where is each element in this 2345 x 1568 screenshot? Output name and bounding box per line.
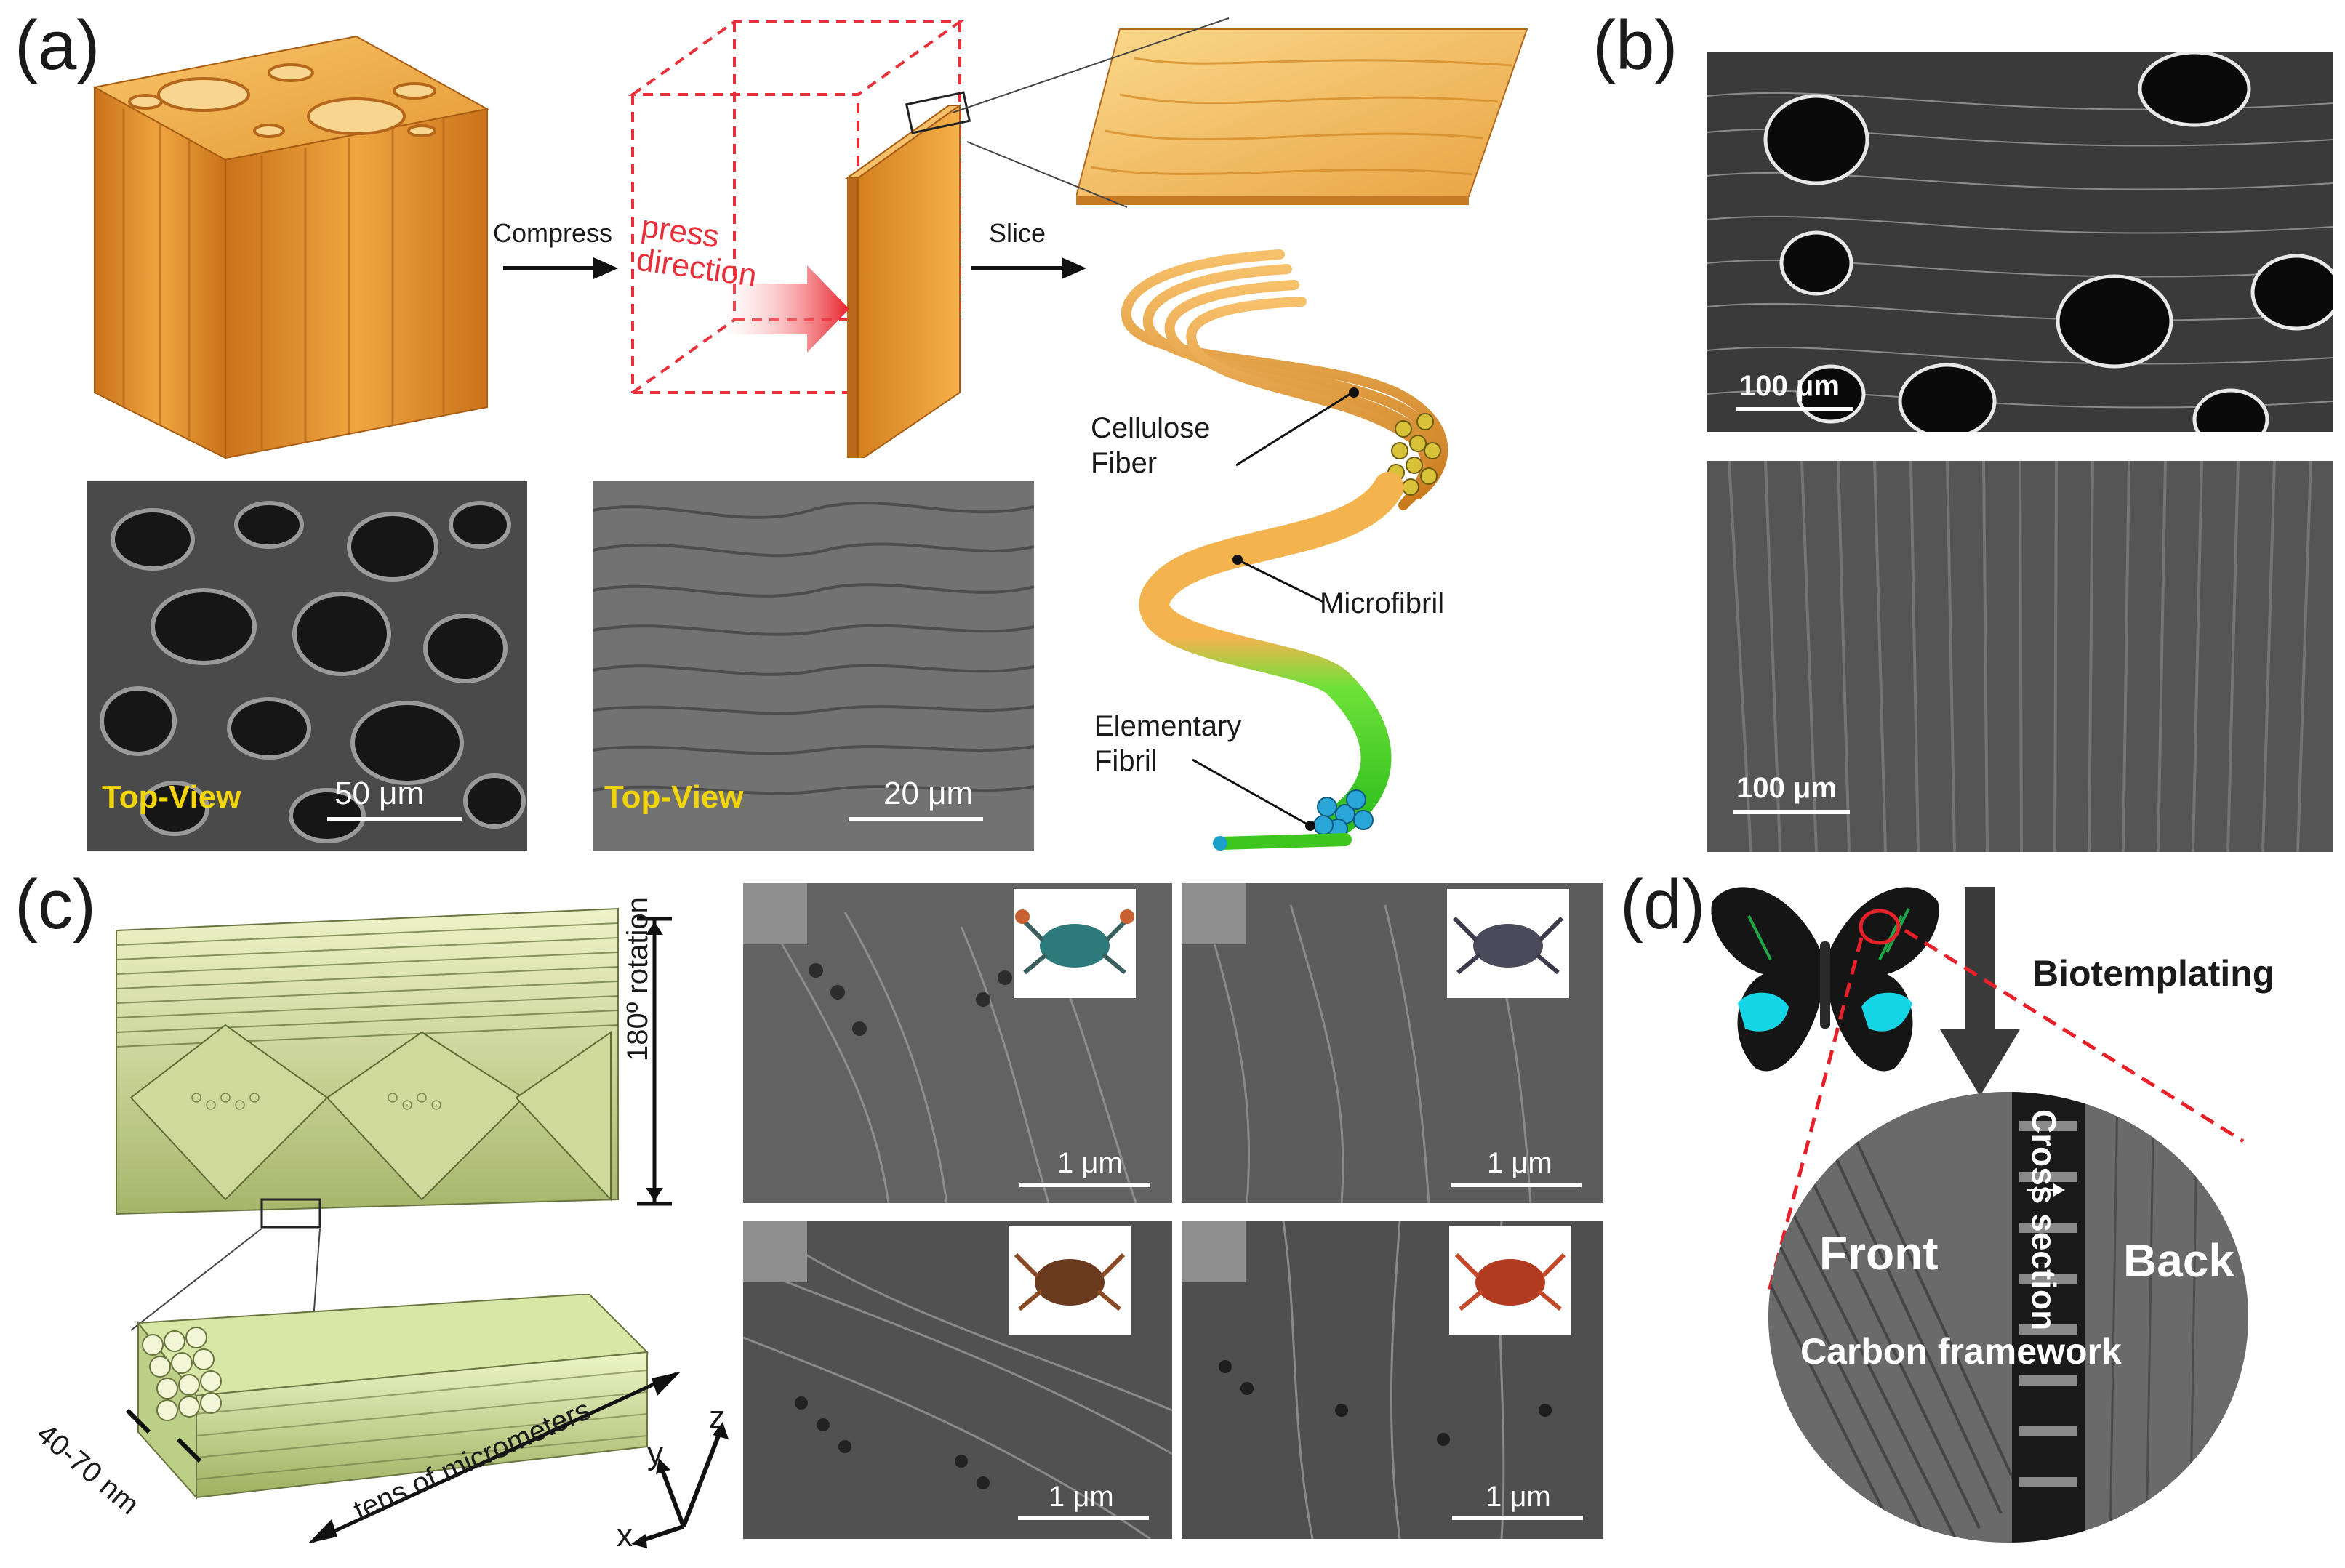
sem-b-top-scale-text: 100 μm — [1739, 370, 1840, 402]
sem-b-bottom-scale-text: 100 μm — [1736, 772, 1837, 804]
carbon-framework-label: Carbon framework — [1800, 1331, 2122, 1372]
sem-image-compressed: Top-View 20 μm — [593, 481, 1034, 851]
sem-crab-1-scale-text: 1 μm — [1057, 1147, 1123, 1179]
compress-label: Compress — [493, 218, 613, 248]
fiber-hierarchy-illustration — [1075, 15, 1600, 865]
compress-arrow — [503, 256, 620, 281]
cross-section-arrow — [2024, 1179, 2068, 1201]
sem2-view-label: Top-View — [604, 779, 744, 815]
sem-crab-3: 1 μm — [743, 1221, 1172, 1539]
sem-crab-1: 1 μm — [743, 883, 1172, 1203]
sem1-scale-text: 50 μm — [334, 776, 425, 811]
xyz-axes — [625, 1418, 742, 1548]
sem-crab-4: 1 μm — [1182, 1221, 1603, 1539]
sem1-scale-bar — [327, 817, 462, 821]
sem-image-uncompressed: Top-View 50 μm — [87, 481, 527, 851]
sem2-scale-text: 20 μm — [883, 776, 974, 811]
axis-y-label: y — [647, 1436, 663, 1471]
sem-crab-1-label-box — [743, 883, 807, 944]
sem-b-bottom-scale-bar — [1733, 810, 1850, 814]
sem-crab-3-scale-text: 1 μm — [1049, 1481, 1114, 1513]
sem-b-top-scale-bar — [1736, 407, 1853, 411]
back-label: Back — [2123, 1234, 2234, 1287]
cellulose-line1: Cellulose — [1091, 412, 1211, 444]
zoom-lines-d — [1766, 923, 2247, 1301]
cellulose-fiber-label: Cellulose Fiber — [1091, 411, 1211, 481]
panel-c-letter: (c) — [15, 866, 96, 944]
sem-crab-4-scale-text: 1 μm — [1486, 1481, 1551, 1513]
axis-z-label: z — [709, 1399, 725, 1435]
crab-photo-1 — [1014, 889, 1136, 998]
elementary-pointer — [1192, 756, 1323, 836]
sem-crab-2: 1 μm — [1182, 883, 1603, 1203]
slice-label: Slice — [989, 218, 1046, 248]
fiber-bundle-illustration — [124, 1292, 662, 1512]
crab-photo-3 — [1009, 1226, 1131, 1335]
panel-d-letter: (d) — [1620, 866, 1706, 944]
axis-x-label: x — [617, 1518, 633, 1553]
length-arrow — [305, 1367, 684, 1548]
carbon-framework-sem: Front Back Cross section Carbon framewor… — [1768, 1092, 2248, 1543]
front-label: Front — [1819, 1227, 1939, 1279]
elementary-line1: Elementary — [1094, 710, 1242, 742]
zoom-lines-a — [938, 15, 1272, 211]
crab-photo-4 — [1449, 1226, 1571, 1335]
sem-crab-3-scale-bar — [1018, 1516, 1149, 1520]
sem-crab-2-scale-bar — [1451, 1183, 1582, 1187]
panel-a-letter: (a) — [15, 7, 100, 84]
rotation-bracket — [633, 916, 676, 1207]
crab-photo-2 — [1447, 889, 1569, 998]
diameter-marks — [120, 1403, 207, 1468]
wood-block-illustration — [80, 22, 502, 465]
sem-crab-2-label-box — [1182, 883, 1246, 944]
sem-crab-4-scale-bar — [1452, 1516, 1583, 1520]
biotemplating-arrow — [1940, 887, 2020, 1098]
cellulose-pointer — [1235, 385, 1367, 473]
panel-b-letter: (b) — [1592, 7, 1678, 84]
slice-arrow — [971, 256, 1088, 281]
sem-crab-1-scale-bar — [1019, 1183, 1150, 1187]
sem-crab-4-label-box — [1182, 1221, 1246, 1282]
sem-crab-3-label-box — [743, 1221, 807, 1282]
biotemplating-label: Biotemplating — [2032, 953, 2275, 994]
compressed-wood-illustration — [625, 15, 1033, 463]
sem-image-b-top: 100 μm — [1707, 52, 2333, 432]
cross-section-label: Cross section — [2025, 1109, 2063, 1331]
sem2-scale-bar — [849, 817, 983, 821]
sem1-view-label: Top-View — [102, 779, 241, 815]
cellulose-line2: Fiber — [1091, 447, 1158, 479]
sem-image-b-bottom: 100 μm — [1707, 461, 2333, 852]
bouligand-structure-illustration — [109, 880, 633, 1243]
elementary-line2: Fibril — [1094, 745, 1158, 777]
microfibril-pointer — [1229, 552, 1331, 611]
sem-crab-2-scale-text: 1 μm — [1487, 1147, 1552, 1179]
microfibril-label: Microfibril — [1320, 587, 1445, 619]
elementary-fibril-label: Elementary Fibril — [1094, 709, 1241, 779]
rotation-label: 180º rotation — [622, 897, 654, 1061]
